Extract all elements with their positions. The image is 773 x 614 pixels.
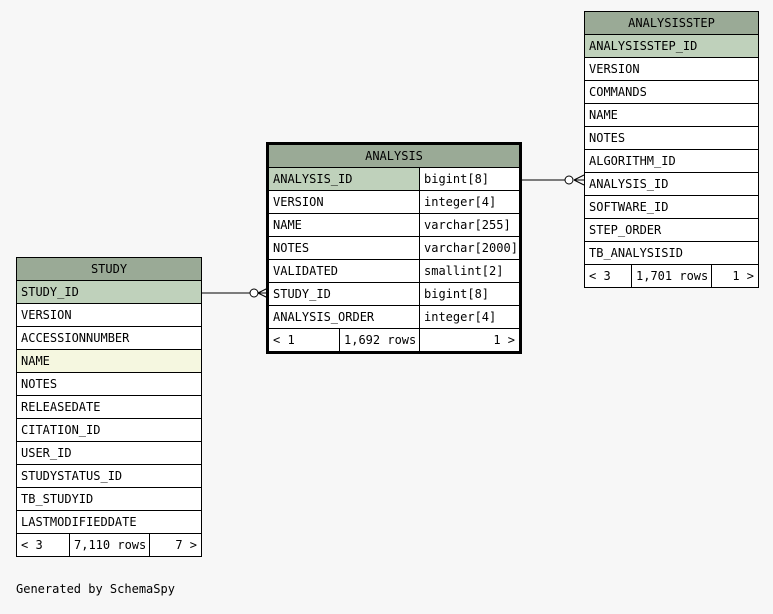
column-name: ALGORITHM_ID: [589, 154, 676, 168]
column-name: STUDYSTATUS_ID: [21, 469, 123, 483]
analysis-parents-count[interactable]: < 1: [273, 333, 295, 347]
column-type: smallint[2]: [419, 260, 519, 282]
study-parents-count[interactable]: < 3: [21, 538, 43, 552]
study-column-row[interactable]: VERSION: [17, 304, 201, 327]
generated-by-label: Generated by SchemaSpy: [16, 582, 175, 596]
column-type: bigint[8]: [419, 283, 519, 305]
column-name: NAME: [273, 218, 302, 232]
study-column-row[interactable]: NAME: [17, 350, 201, 373]
column-name: SOFTWARE_ID: [589, 200, 669, 214]
analysisstep-column-row[interactable]: ANALYSISSTEP_ID: [585, 35, 758, 58]
analysis-column-row[interactable]: ANALYSIS_ORDER integer[4]: [269, 306, 519, 329]
analysis-column-row[interactable]: NOTES varchar[2000]: [269, 237, 519, 260]
column-type: varchar[2000]: [419, 237, 519, 259]
column-name: VERSION: [273, 195, 324, 209]
study-column-row[interactable]: LASTMODIFIEDDATE: [17, 511, 201, 534]
analysisstep-column-row[interactable]: VERSION: [585, 58, 758, 81]
column-name: RELEASEDATE: [21, 400, 101, 414]
column-name: USER_ID: [21, 446, 72, 460]
column-name: ANALYSIS_ID: [269, 168, 419, 190]
analysisstep-column-row[interactable]: ALGORITHM_ID: [585, 150, 758, 173]
study-table-footer: < 3 7,110 rows 7 >: [17, 534, 201, 556]
column-type: bigint[8]: [419, 168, 519, 190]
column-name: ANALYSISSTEP_ID: [589, 39, 698, 53]
column-type: varchar[255]: [419, 214, 519, 236]
column-name: VALIDATED: [273, 264, 339, 278]
column-name: STUDY_ID: [21, 285, 79, 299]
analysis-table[interactable]: ANALYSIS ANALYSIS_ID bigint[8] VERSION i…: [266, 142, 522, 354]
study-children-count[interactable]: 7 >: [149, 534, 201, 556]
analysisstep-table-footer: < 3 1,701 rows 1 >: [585, 265, 758, 287]
column-name: ACCESSIONNUMBER: [21, 331, 130, 345]
column-name: ANALYSIS_ORDER: [273, 310, 375, 324]
column-name: VERSION: [589, 62, 640, 76]
analysisstep-column-row[interactable]: TB_ANALYSISID: [585, 242, 758, 265]
analysis-row-count: 1,692 rows: [339, 329, 420, 351]
analysisstep-column-row[interactable]: NAME: [585, 104, 758, 127]
column-name: VERSION: [21, 308, 72, 322]
analysisstep-row-count: 1,701 rows: [631, 265, 712, 287]
analysisstep-column-row[interactable]: ANALYSIS_ID: [585, 173, 758, 196]
study-column-row[interactable]: RELEASEDATE: [17, 396, 201, 419]
analysisstep-column-row[interactable]: COMMANDS: [585, 81, 758, 104]
column-name: NOTES: [589, 131, 626, 145]
analysisstep-column-row[interactable]: NOTES: [585, 127, 758, 150]
analysisstep-table-title[interactable]: ANALYSISSTEP: [585, 12, 758, 35]
column-type: integer[4]: [419, 191, 519, 213]
column-name: NAME: [21, 354, 50, 368]
study-column-row[interactable]: USER_ID: [17, 442, 201, 465]
analysisstep-parents-count[interactable]: < 3: [589, 269, 611, 283]
analysis-children-count[interactable]: 1 >: [419, 329, 519, 351]
analysis-table-footer: < 1 1,692 rows 1 >: [269, 329, 519, 351]
analysis-column-row[interactable]: VALIDATED smallint[2]: [269, 260, 519, 283]
analysis-table-title[interactable]: ANALYSIS: [269, 145, 519, 168]
column-name: TB_ANALYSISID: [589, 246, 683, 260]
study-column-row[interactable]: TB_STUDYID: [17, 488, 201, 511]
analysis-column-row[interactable]: ANALYSIS_ID bigint[8]: [269, 168, 519, 191]
analysisstep-children-count[interactable]: 1 >: [711, 265, 758, 287]
column-type: integer[4]: [419, 306, 519, 328]
column-name: ANALYSIS_ID: [589, 177, 669, 191]
column-name: NOTES: [273, 241, 310, 255]
column-name: STUDY_ID: [273, 287, 331, 301]
study-column-row[interactable]: NOTES: [17, 373, 201, 396]
column-name: COMMANDS: [589, 85, 647, 99]
analysis-column-row[interactable]: NAME varchar[255]: [269, 214, 519, 237]
study-table[interactable]: STUDY STUDY_ID VERSION ACCESSIONNUMBER N…: [16, 257, 202, 557]
analysis-column-row[interactable]: STUDY_ID bigint[8]: [269, 283, 519, 306]
analysisstep-column-row[interactable]: STEP_ORDER: [585, 219, 758, 242]
column-name: TB_STUDYID: [21, 492, 94, 506]
study-column-row[interactable]: CITATION_ID: [17, 419, 201, 442]
column-name: CITATION_ID: [21, 423, 101, 437]
link-analysis-analysisstep-optional-marker: [564, 175, 574, 185]
study-column-row[interactable]: ACCESSIONNUMBER: [17, 327, 201, 350]
link-analysis-analysisstep-crowfoot: [573, 174, 585, 186]
column-name: NAME: [589, 108, 618, 122]
study-table-title[interactable]: STUDY: [17, 258, 201, 281]
link-study-analysis-optional-marker: [249, 288, 259, 298]
study-row-count: 7,110 rows: [69, 534, 152, 556]
column-name: STEP_ORDER: [589, 223, 662, 237]
study-column-row[interactable]: STUDYSTATUS_ID: [17, 465, 201, 488]
analysisstep-column-row[interactable]: SOFTWARE_ID: [585, 196, 758, 219]
study-column-row[interactable]: STUDY_ID: [17, 281, 201, 304]
analysis-column-row[interactable]: VERSION integer[4]: [269, 191, 519, 214]
column-name: LASTMODIFIEDDATE: [21, 515, 137, 529]
column-name: NOTES: [21, 377, 58, 391]
analysisstep-table[interactable]: ANALYSISSTEP ANALYSISSTEP_ID VERSION COM…: [584, 11, 759, 288]
